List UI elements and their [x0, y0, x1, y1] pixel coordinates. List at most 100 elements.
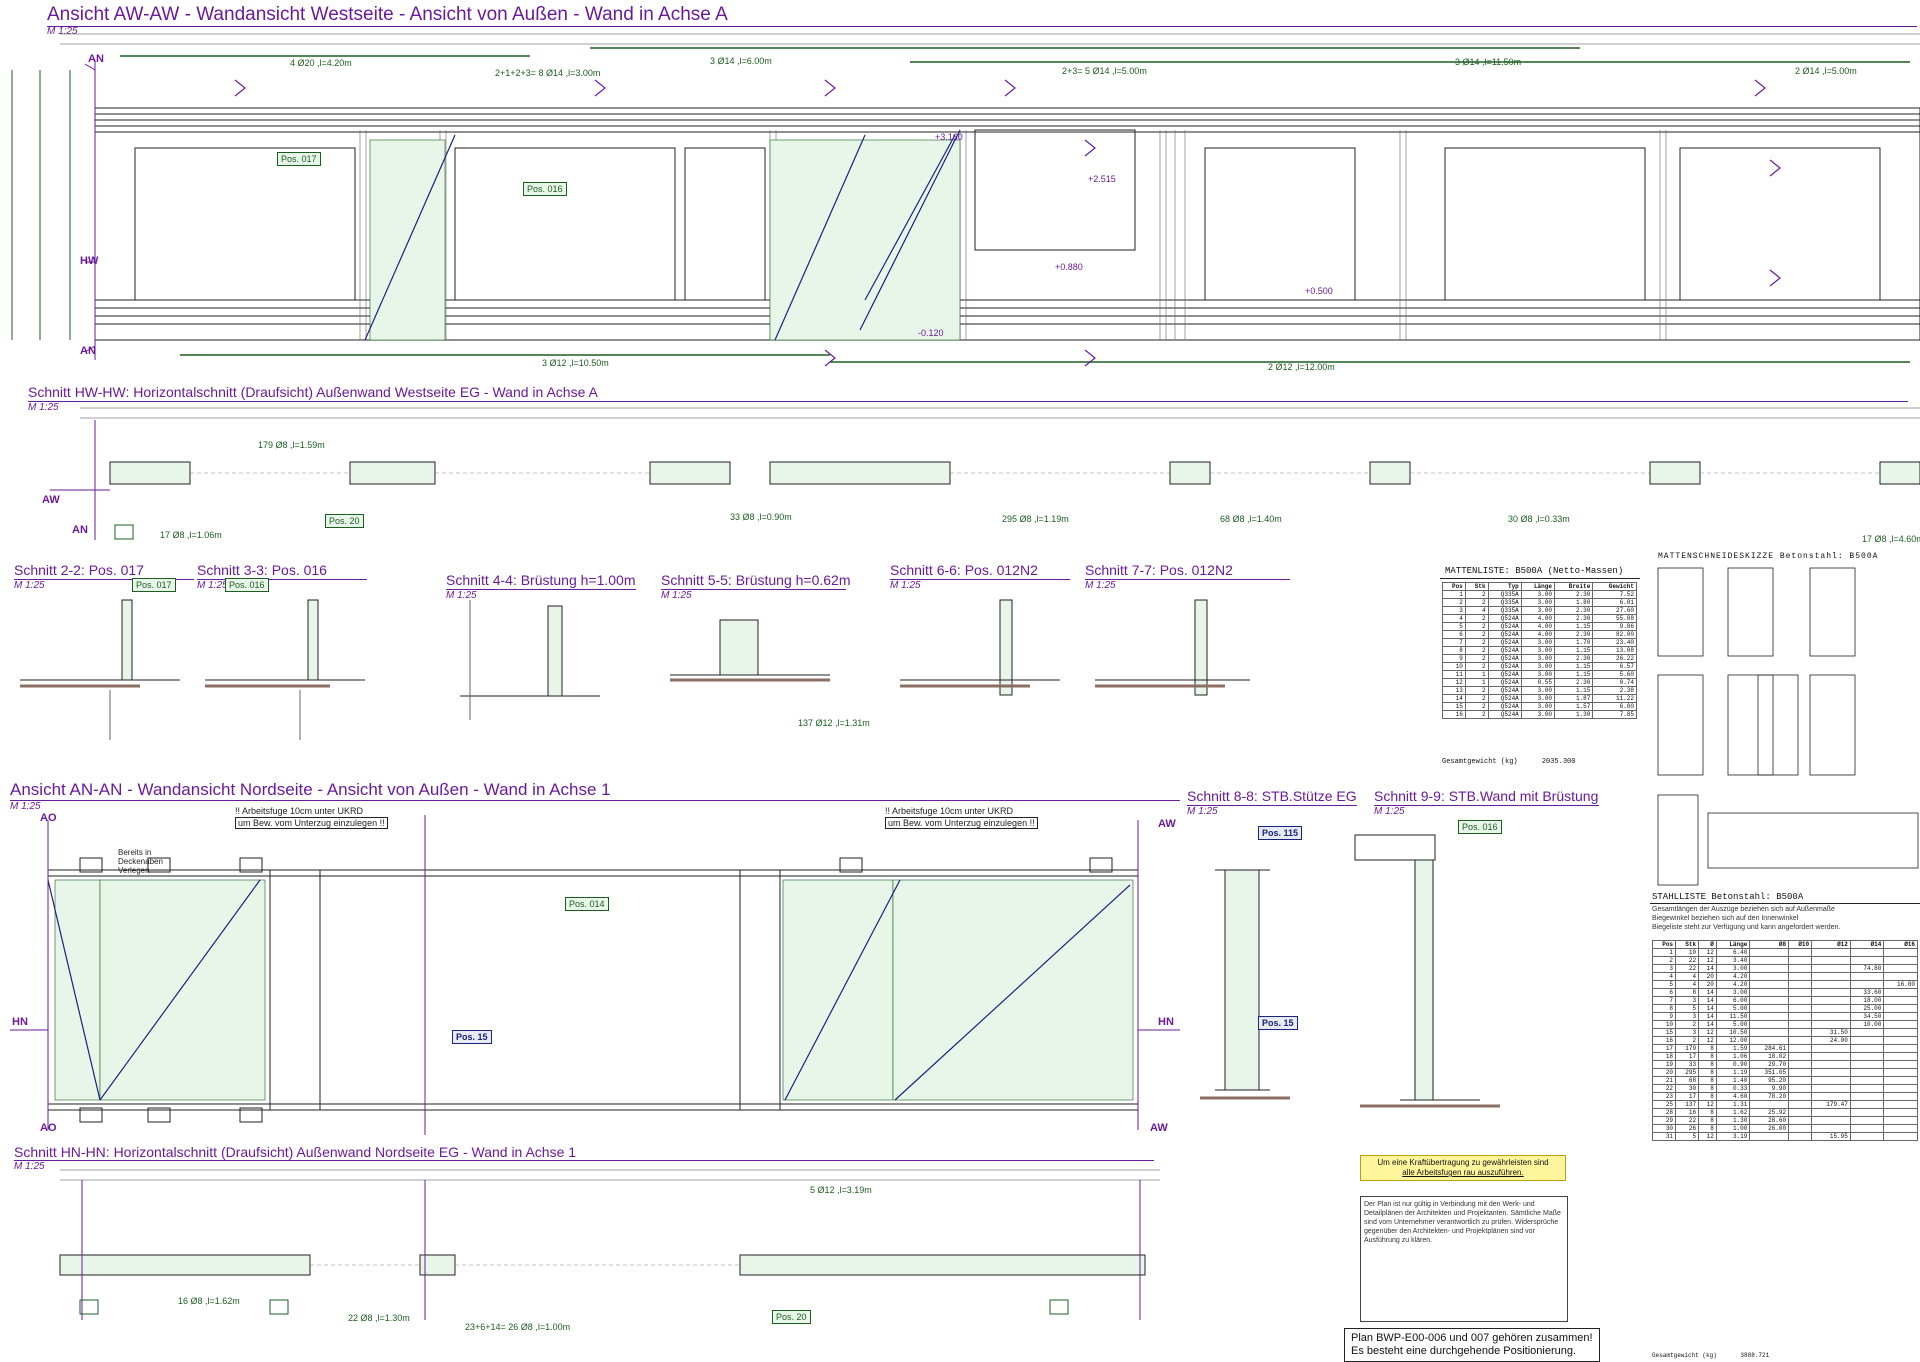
stahlliste-cell — [1883, 1060, 1918, 1069]
scale-5-5: M 1:25 — [661, 590, 692, 601]
stahlliste-cell — [1788, 1012, 1813, 1021]
stahlliste-cell: 25.00 — [1849, 1004, 1885, 1013]
stahlliste-cell: 17 — [1651, 1044, 1677, 1053]
mattenliste-cell: 1 — [1442, 590, 1466, 599]
axis-hw-left: HW — [80, 255, 99, 267]
title-schnitt-9-9: Schnitt 9-9: STB.Wand mit Brüstung — [1374, 788, 1599, 804]
stahlliste-cell: 14 — [1698, 1020, 1717, 1029]
stahlliste-cell: 16 — [1675, 1108, 1700, 1117]
stahlliste-cell — [1849, 1036, 1885, 1045]
stahlliste-cell — [1811, 996, 1851, 1005]
stahlliste-cell — [1883, 1004, 1918, 1013]
section-8-8 — [1200, 869, 1290, 1100]
mattenliste-cell: 2.30 — [1553, 654, 1594, 663]
mattenliste-cell: 3.00 — [1520, 670, 1555, 679]
stahlliste-title: STAHLLISTE Betonstahl: B500A — [1652, 892, 1804, 902]
title-underline-hn — [14, 1160, 1154, 1161]
aw-wall-outline — [94, 107, 1920, 341]
hw-section — [50, 407, 1920, 540]
stahlliste-cell: 12 — [1698, 956, 1717, 965]
title-schnitt-5-5: Schnitt 5-5: Brüstung h=0.62m — [661, 572, 851, 588]
mattenliste-cell: 2.38 — [1592, 686, 1637, 695]
stahlliste-title-line — [1650, 903, 1920, 904]
pos-20-hw: Pos. 20 — [325, 514, 364, 528]
axis-hn-right: HN — [1158, 1016, 1174, 1028]
axis-an-bottom: AN — [80, 345, 96, 357]
stahlliste-cell: 10 — [1675, 948, 1700, 957]
title-schnitt-8-8: Schnitt 8-8: STB.Stütze EG — [1187, 788, 1357, 804]
stahlliste-header-cell: Pos — [1651, 940, 1677, 949]
stahlliste-cell: 16.80 — [1883, 980, 1918, 989]
stahlliste-cell: 10.00 — [1849, 1020, 1885, 1029]
mattenliste-cell: 82.00 — [1592, 630, 1637, 639]
mattenliste-cell: 13 — [1442, 686, 1466, 695]
mattenliste-cell: 2 — [1464, 614, 1489, 623]
stahlliste-cell — [1849, 1060, 1885, 1069]
stahlliste-cell — [1811, 1116, 1851, 1125]
pos-016-aw: Pos. 016 — [523, 182, 567, 196]
mattenliste-cell: 11.22 — [1592, 694, 1637, 703]
stahlliste-cell: 1.06 — [1715, 1052, 1751, 1061]
stahlliste-cell — [1788, 1076, 1813, 1085]
axis-ao-top: AO — [40, 812, 57, 824]
note-arbeitsfuge-2: !! Arbeitsfuge 10cm unter UKRD — [885, 806, 1014, 816]
stahlliste-cell — [1849, 1116, 1885, 1125]
stahlliste-header-cell: Ø14 — [1849, 940, 1885, 949]
stahlliste-cell: 3 — [1675, 1012, 1700, 1021]
mattenliste-cell: Q524A — [1487, 678, 1522, 687]
stahlliste-cell: 31.50 — [1811, 1028, 1851, 1037]
title-underline-hw — [28, 401, 1908, 402]
warning-line-2: alle Arbeitsfugen rau auszuführen. — [1402, 1168, 1524, 1177]
mattenliste-cell: 1.57 — [1553, 702, 1594, 711]
stahlliste-cell: 29.70 — [1749, 1060, 1790, 1069]
pos-016-sec: Pos. 016 — [225, 578, 269, 592]
stahlliste-cell: 3 — [1675, 996, 1700, 1005]
level-0500: +0.500 — [1305, 286, 1333, 296]
mattenliste-cell: 13.08 — [1592, 646, 1637, 655]
stahlliste-cell: 8 — [1698, 1052, 1717, 1061]
mattenliste-cell: 2.30 — [1553, 606, 1594, 615]
stahlliste-cell — [1883, 972, 1918, 981]
stahlliste-cell — [1883, 996, 1918, 1005]
stahlliste-cell — [1788, 1044, 1813, 1053]
stahlliste-header-cell: Ø10 — [1788, 940, 1813, 949]
mattenliste-cell: Q524A — [1487, 694, 1522, 703]
stahlliste-cell: 22 — [1651, 1084, 1677, 1093]
stahlliste-cell: 4 — [1675, 980, 1700, 989]
stahlliste-cell — [1849, 1028, 1885, 1037]
aw-opening-4 — [974, 129, 1136, 251]
stahlliste-cell — [1883, 1028, 1918, 1037]
mattenliste-cell: Q524A — [1487, 710, 1522, 719]
mattenliste-cell: 27.60 — [1592, 606, 1637, 615]
stahlliste-cell — [1849, 1124, 1885, 1133]
stahlliste-cell — [1788, 1004, 1813, 1013]
stahlliste-cell — [1883, 1092, 1918, 1101]
stahlliste-cell: 74.80 — [1849, 964, 1885, 973]
stahlliste-cell: 0.90 — [1715, 1060, 1751, 1069]
aw-opening-3 — [684, 147, 766, 301]
stahlliste-header-cell: Ø12 — [1811, 940, 1851, 949]
stahlliste-cell: 8 — [1698, 1044, 1717, 1053]
stahlliste-cell — [1883, 1108, 1918, 1117]
mattenliste-cell: Q524A — [1487, 686, 1522, 695]
stahlliste-cell: 30 — [1675, 1084, 1700, 1093]
underline-3-3 — [197, 579, 367, 580]
stahlliste-cell — [1811, 1060, 1851, 1069]
stahlliste-cell — [1883, 1132, 1918, 1141]
mattenliste-header-cell: Breite — [1553, 582, 1594, 591]
stahlliste-cell: 1.62 — [1715, 1108, 1751, 1117]
stahlliste-cell — [1788, 1020, 1813, 1029]
stahlliste-header-cell: Ø16 — [1883, 940, 1918, 949]
stahlliste-cell: 5.00 — [1715, 1004, 1751, 1013]
mattenliste-cell: 0.55 — [1520, 678, 1555, 687]
